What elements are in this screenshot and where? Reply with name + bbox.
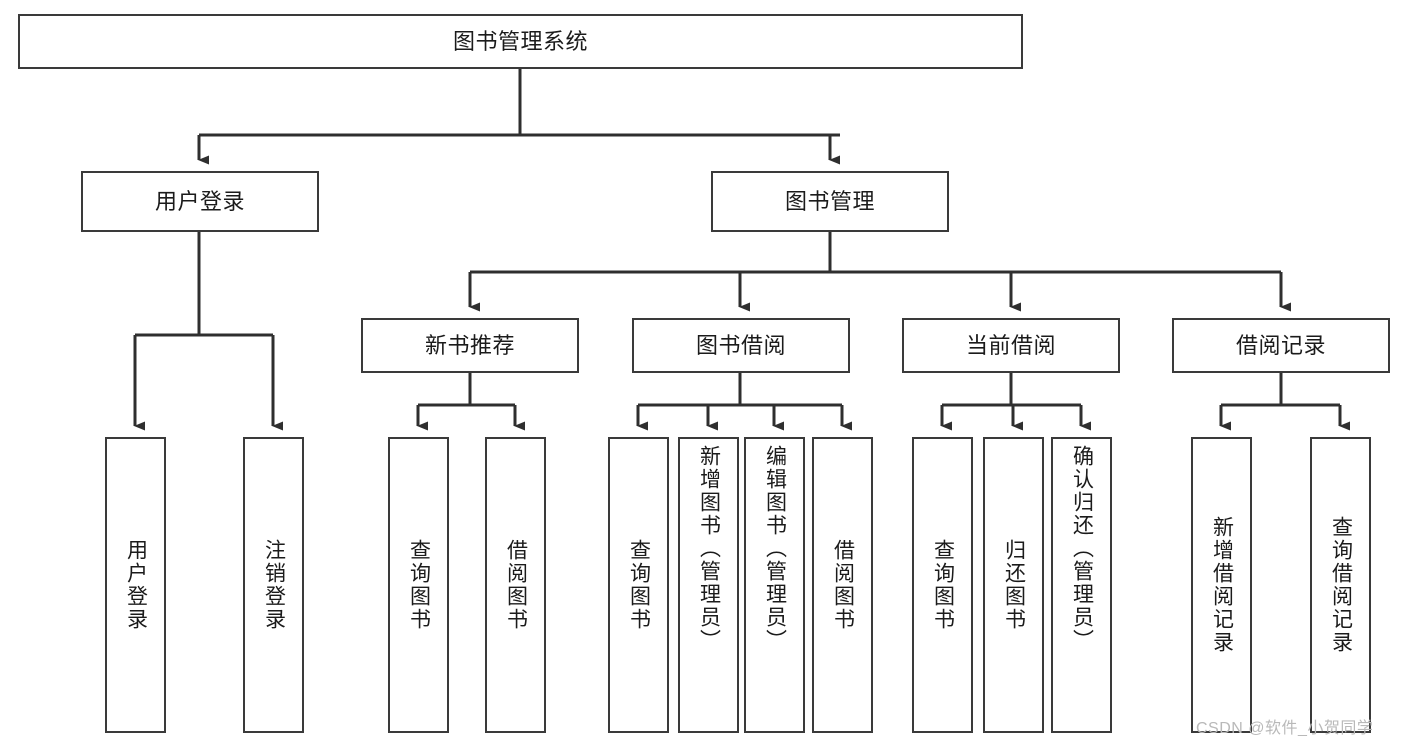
node-label: 确认归还（管理员） <box>1070 445 1094 652</box>
node-current-borrow[interactable]: 当前借阅 <box>902 318 1120 373</box>
node-leaf-borrow-book-1[interactable]: 借阅图书 <box>485 437 546 733</box>
node-borrow-record[interactable]: 借阅记录 <box>1172 318 1390 373</box>
csdn-watermark: CSDN @软件_小贺同学 <box>1196 720 1374 737</box>
node-label: 查询图书 <box>931 539 955 631</box>
node-label: 当前借阅 <box>965 332 1056 358</box>
node-label: 注销登录 <box>262 539 286 631</box>
node-leaf-query-book-3[interactable]: 查询图书 <box>912 437 973 733</box>
node-leaf-query-book-2[interactable]: 查询图书 <box>608 437 669 733</box>
node-leaf-add-borrow-record[interactable]: 新增借阅记录 <box>1191 437 1252 733</box>
node-root-system[interactable]: 图书管理系统 <box>18 14 1023 69</box>
node-leaf-return-book[interactable]: 归还图书 <box>983 437 1044 733</box>
node-leaf-add-book-admin[interactable]: 新增图书（管理员） <box>678 437 739 733</box>
node-label: 查询图书 <box>627 539 651 631</box>
node-book-borrow[interactable]: 图书借阅 <box>632 318 850 373</box>
node-leaf-user-logout[interactable]: 注销登录 <box>243 437 304 733</box>
node-label: 借阅图书 <box>504 539 528 631</box>
node-label: 用户登录 <box>154 188 245 214</box>
node-book-management[interactable]: 图书管理 <box>711 171 949 232</box>
node-leaf-query-borrow-record[interactable]: 查询借阅记录 <box>1310 437 1371 733</box>
node-label: 新书推荐 <box>424 332 515 358</box>
node-label: 图书管理系统 <box>452 28 588 54</box>
node-new-book-recommend[interactable]: 新书推荐 <box>361 318 579 373</box>
node-label: 图书借阅 <box>695 332 786 358</box>
node-label: 借阅图书 <box>831 539 855 631</box>
node-label: 新增借阅记录 <box>1210 516 1234 654</box>
node-leaf-user-login[interactable]: 用户登录 <box>105 437 166 733</box>
node-label: 借阅记录 <box>1235 332 1326 358</box>
node-label: 查询图书 <box>407 539 431 631</box>
node-leaf-query-book-1[interactable]: 查询图书 <box>388 437 449 733</box>
node-leaf-borrow-book-2[interactable]: 借阅图书 <box>812 437 873 733</box>
node-label: 归还图书 <box>1002 539 1026 631</box>
node-user-login[interactable]: 用户登录 <box>81 171 319 232</box>
node-label: 用户登录 <box>124 539 148 631</box>
node-leaf-confirm-return-admin[interactable]: 确认归还（管理员） <box>1051 437 1112 733</box>
node-label: 新增图书（管理员） <box>697 445 721 652</box>
node-leaf-edit-book-admin[interactable]: 编辑图书（管理员） <box>744 437 805 733</box>
node-label: 图书管理 <box>784 188 875 214</box>
node-label: 编辑图书（管理员） <box>763 445 787 652</box>
node-label: 查询借阅记录 <box>1329 516 1353 654</box>
